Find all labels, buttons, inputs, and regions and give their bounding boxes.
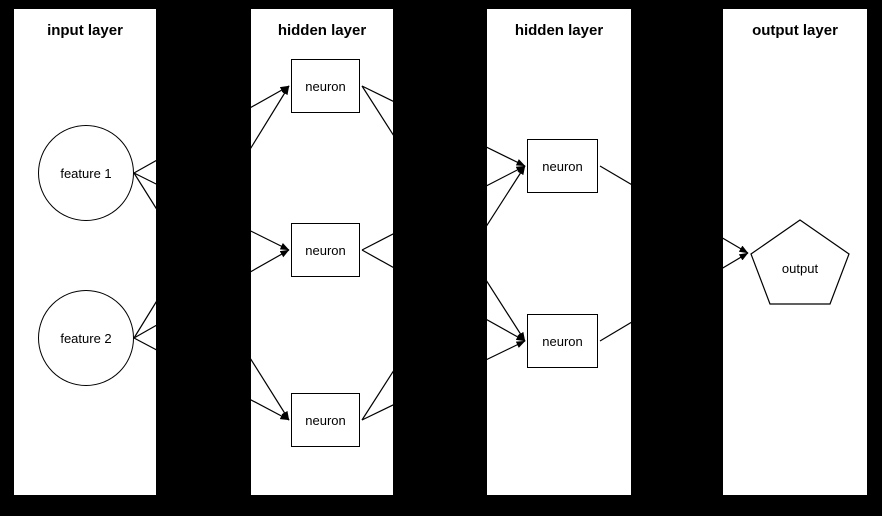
- gap-mask-3: [632, 0, 722, 516]
- pentagon-shape: [750, 219, 850, 305]
- node-hidden2-neuron-2[interactable]: neuron: [527, 314, 598, 368]
- node-hidden1-neuron-1[interactable]: neuron: [291, 59, 360, 113]
- layer-title-hidden-2: hidden layer: [514, 22, 604, 39]
- top-mask: [0, 0, 882, 8]
- node-output[interactable]: output: [750, 219, 850, 305]
- layer-title-output: output layer: [752, 22, 838, 39]
- node-feature-2[interactable]: feature 2: [38, 290, 134, 386]
- node-hidden2-neuron-1[interactable]: neuron: [527, 139, 598, 193]
- layer-panel-input: [13, 8, 157, 496]
- layer-title-input: input layer: [47, 22, 123, 39]
- node-hidden1-neuron-3[interactable]: neuron: [291, 393, 360, 447]
- bottom-mask: [0, 496, 882, 516]
- node-hidden1-neuron-2[interactable]: neuron: [291, 223, 360, 277]
- layer-title-hidden-1: hidden layer: [277, 22, 367, 39]
- gap-mask-2: [394, 0, 486, 516]
- layer-panel-hidden-2: [486, 8, 632, 496]
- node-feature-1[interactable]: feature 1: [38, 125, 134, 221]
- gap-mask-1: [157, 0, 250, 516]
- node-output-label: output: [781, 261, 819, 276]
